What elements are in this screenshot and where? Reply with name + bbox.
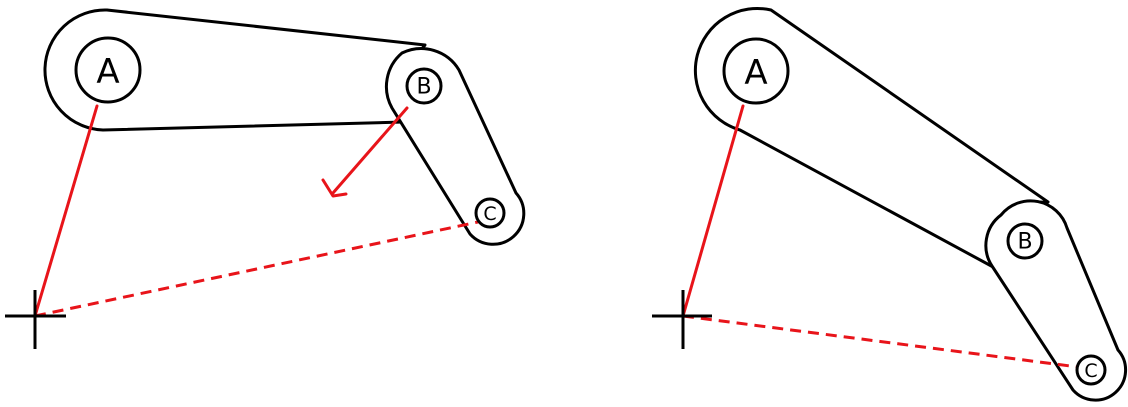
joint-b: B: [1006, 222, 1044, 260]
joint-a: A: [74, 36, 142, 104]
left-reference-line-a: [33, 104, 99, 318]
joint-b-label: B: [416, 75, 431, 100]
joint-c: C: [1075, 354, 1107, 386]
right-reference-line-a: [681, 104, 745, 318]
right-reference-line-c: [682, 314, 1079, 369]
joint-c: C: [474, 197, 506, 229]
target-crosshair-icon: [652, 290, 712, 349]
left-reference-line-c: [34, 220, 479, 318]
motion-arrow-icon: [321, 106, 409, 198]
joint-b-label: B: [1017, 230, 1032, 255]
joint-a-label: A: [744, 53, 767, 93]
joint-b: B: [405, 67, 443, 105]
joint-c-label: C: [483, 203, 496, 225]
joint-a-label: A: [96, 52, 119, 92]
right-configuration: A B C: [652, 6, 1128, 402]
left-configuration: A B C: [5, 8, 526, 349]
joint-a: A: [722, 37, 790, 105]
target-crosshair-icon: [5, 290, 66, 349]
joint-c-label: C: [1084, 360, 1097, 382]
